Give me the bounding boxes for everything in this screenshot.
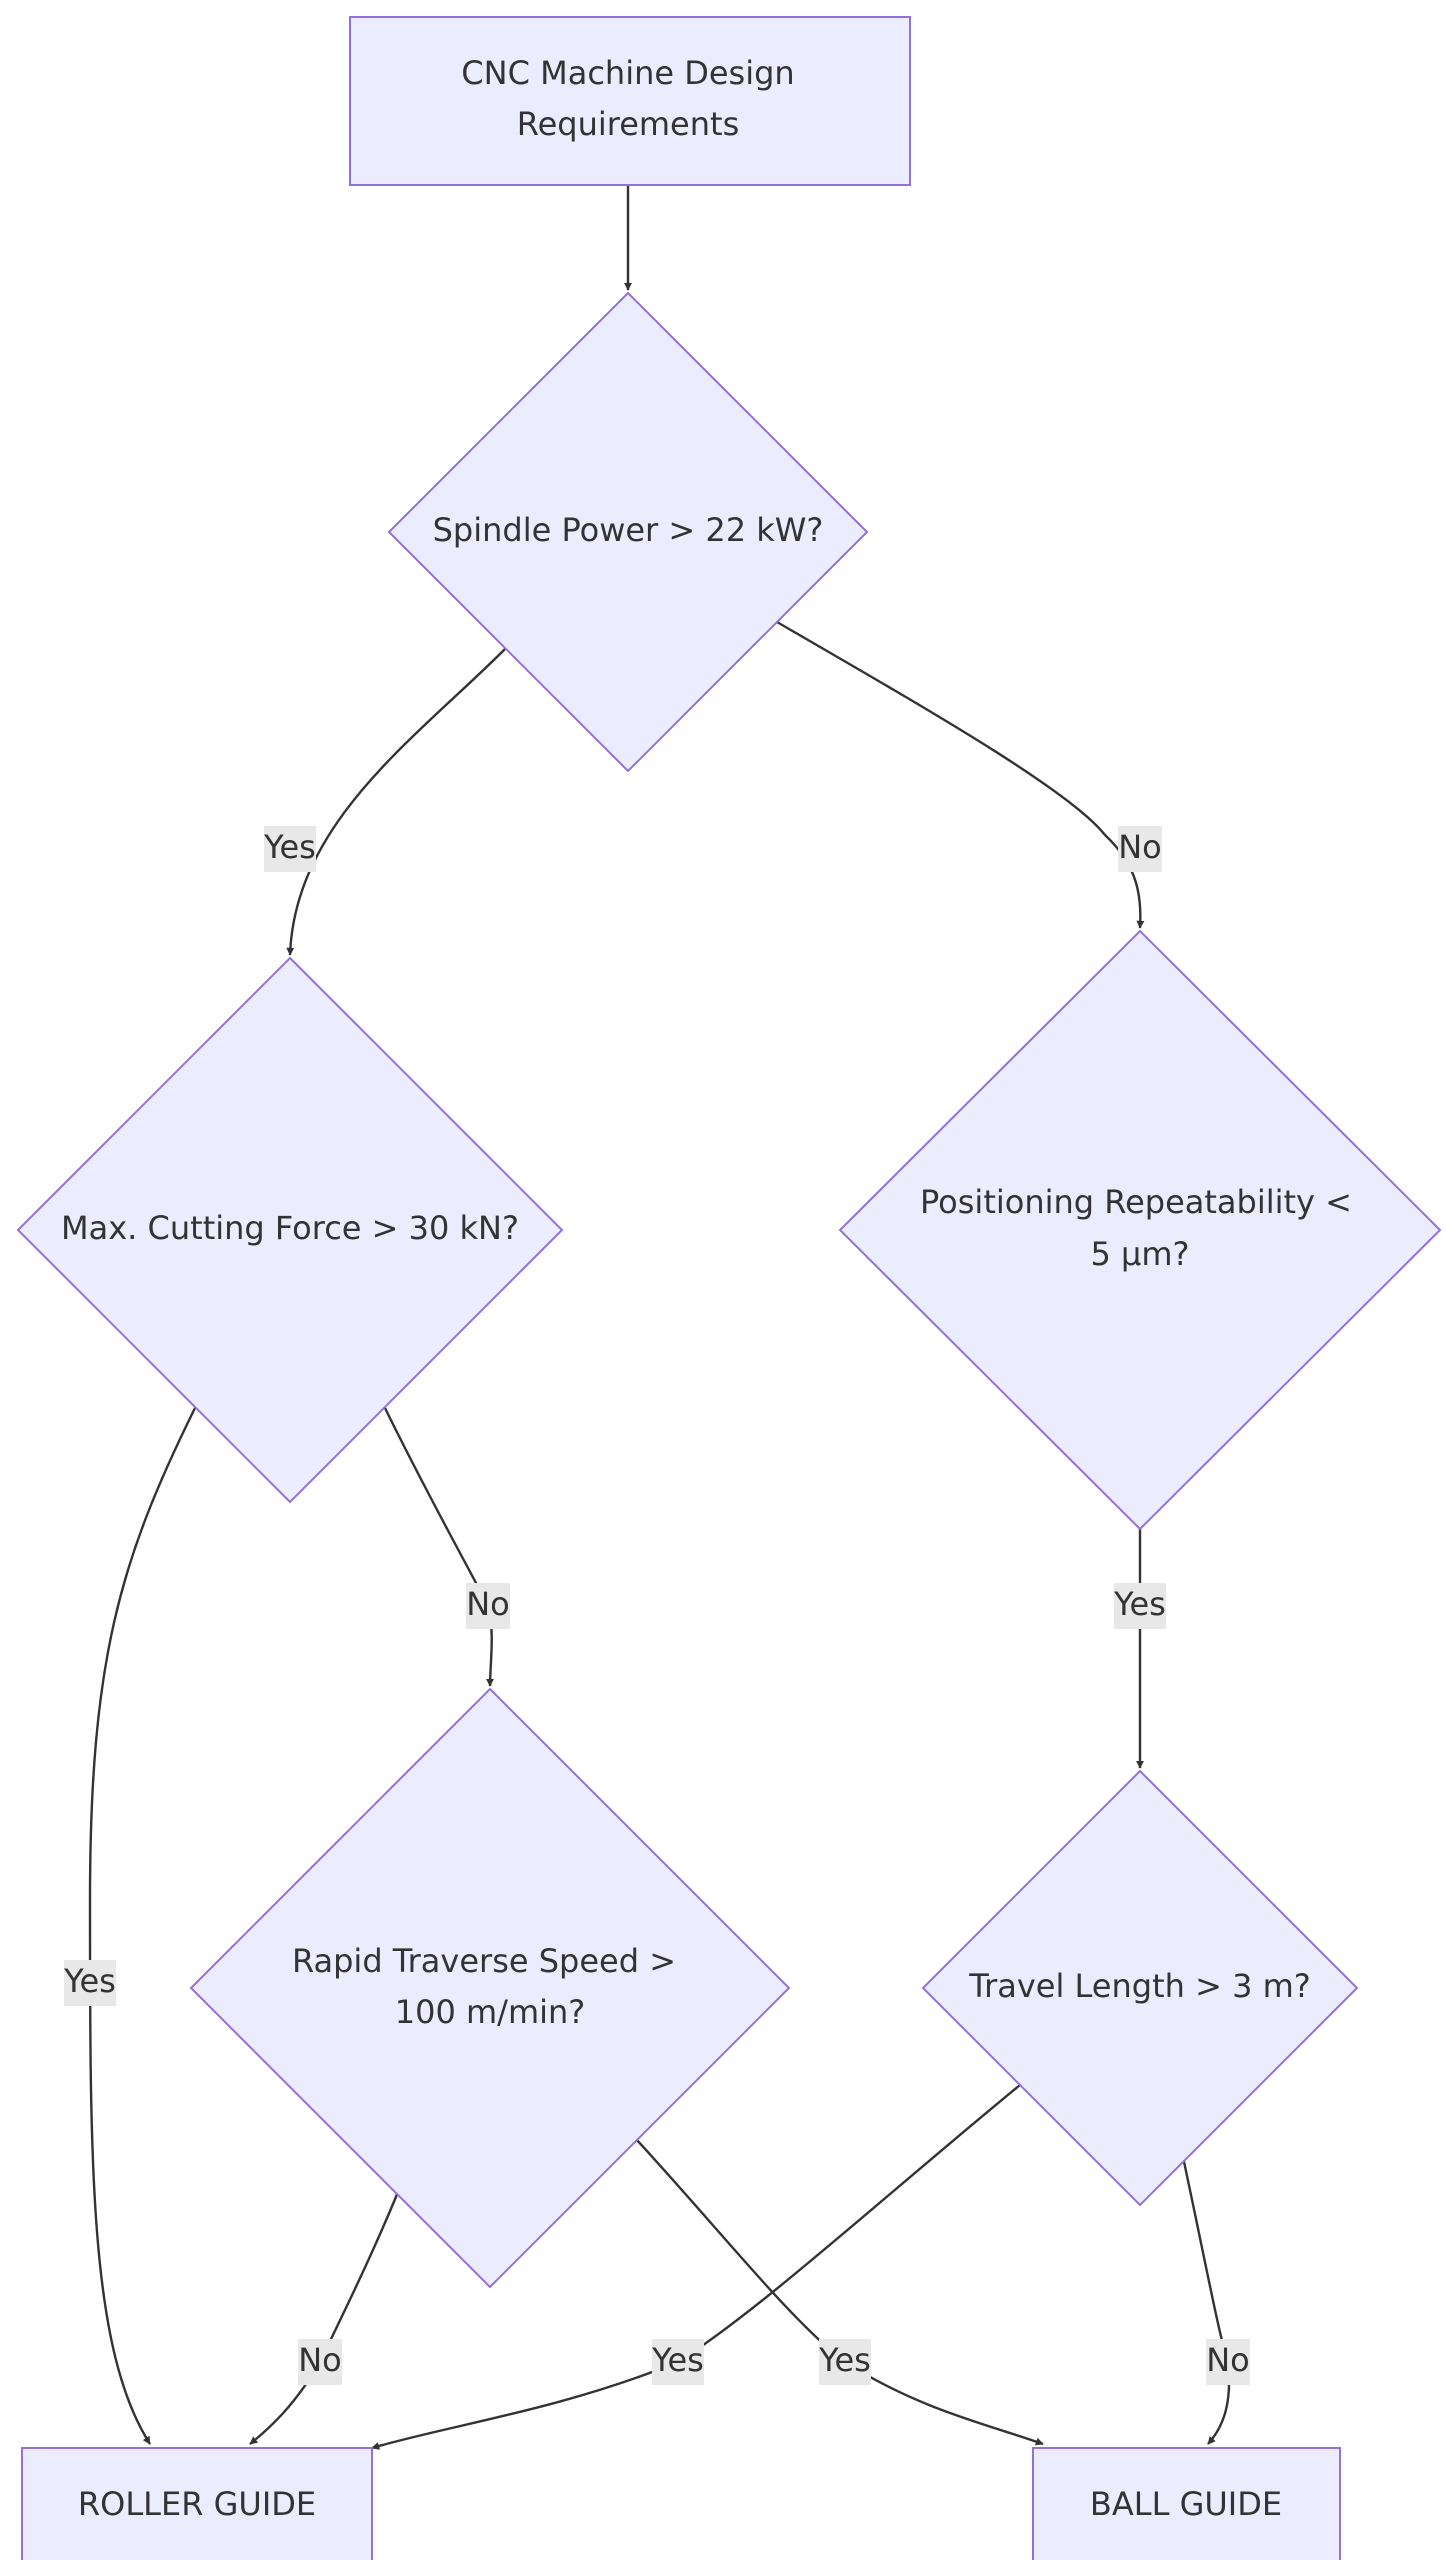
- edge-spindle-yes: [286, 646, 508, 956]
- edge-force-no: [383, 1407, 495, 1687]
- edge-rapid-no: [249, 2191, 400, 2445]
- decision-label-line-1: Rapid Traverse Speed >: [292, 1942, 676, 1980]
- outcome-roller-guide[interactable]: ROLLER GUIDE: [21, 2447, 373, 2560]
- decision-label-line-2: 100 m/min?: [395, 1993, 586, 2031]
- edge-label-text: Yes: [63, 1962, 116, 2000]
- edge-label-text: Yes: [1113, 1585, 1166, 1623]
- edge-label-rapid-no: No: [298, 2339, 342, 2385]
- outcome-ball-guide[interactable]: BALL GUIDE: [1032, 2447, 1341, 2560]
- nodes: CNC Machine Design Requirements Spindle …: [16, 16, 1442, 2560]
- decision-label: Max. Cutting Force > 30 kN?: [61, 1209, 519, 1247]
- node-label-line-2: Requirements: [517, 105, 739, 143]
- edge-label-rapid-yes: Yes: [818, 2339, 871, 2385]
- node-label-line-1: CNC Machine Design: [461, 54, 794, 92]
- edge-label-travel-yes: Yes: [651, 2339, 704, 2385]
- decision-rapid-traverse-speed[interactable]: Rapid Traverse Speed > 100 m/min?: [189, 1687, 791, 2289]
- decision-travel-length[interactable]: Travel Length > 3 m?: [921, 1769, 1359, 2207]
- edge-spindle-no: [776, 620, 1145, 929]
- decision-label: Spindle Power > 22 kW?: [433, 511, 824, 549]
- edge-label-text: Yes: [651, 2341, 704, 2379]
- edge-travel-no: [1181, 2156, 1231, 2445]
- decision-label: Travel Length > 3 m?: [968, 1967, 1311, 2005]
- decision-label-line-2: 5 µm?: [1090, 1235, 1189, 1273]
- edge-label-text: No: [466, 1585, 510, 1623]
- node-cnc-machine-design-requirements[interactable]: CNC Machine Design Requirements: [349, 16, 911, 186]
- decision-label-line-1: Positioning Repeatability <: [920, 1183, 1352, 1221]
- edge-label-text: No: [1206, 2341, 1250, 2379]
- edge-label-force-no: No: [466, 1583, 510, 1629]
- decision-spindle-power[interactable]: Spindle Power > 22 kW?: [387, 291, 869, 773]
- edge-label-text: No: [298, 2341, 342, 2379]
- decision-positioning-repeatability[interactable]: Positioning Repeatability < 5 µm?: [838, 929, 1442, 1531]
- edge-rapid-yes: [634, 2137, 1044, 2446]
- edge-label-force-yes: Yes: [63, 1960, 116, 2006]
- outcome-label: ROLLER GUIDE: [78, 2485, 316, 2523]
- edge-force-yes: [88, 1407, 197, 2445]
- edge-label-text: No: [1118, 828, 1162, 866]
- decision-max-cutting-force[interactable]: Max. Cutting Force > 30 kN?: [16, 956, 564, 1504]
- edge-label-travel-no: No: [1206, 2339, 1250, 2385]
- edge-label-spindle-yes: Yes: [263, 826, 316, 872]
- edge-label-repeat-yes: Yes: [1113, 1583, 1166, 1629]
- edge-label-text: Yes: [818, 2341, 871, 2379]
- edge-label-spindle-no: No: [1118, 826, 1162, 872]
- edge-label-text: Yes: [263, 828, 316, 866]
- outcome-label: BALL GUIDE: [1090, 2485, 1282, 2523]
- edge-labels: Yes No Yes No Yes No Yes Yes: [63, 826, 1250, 2385]
